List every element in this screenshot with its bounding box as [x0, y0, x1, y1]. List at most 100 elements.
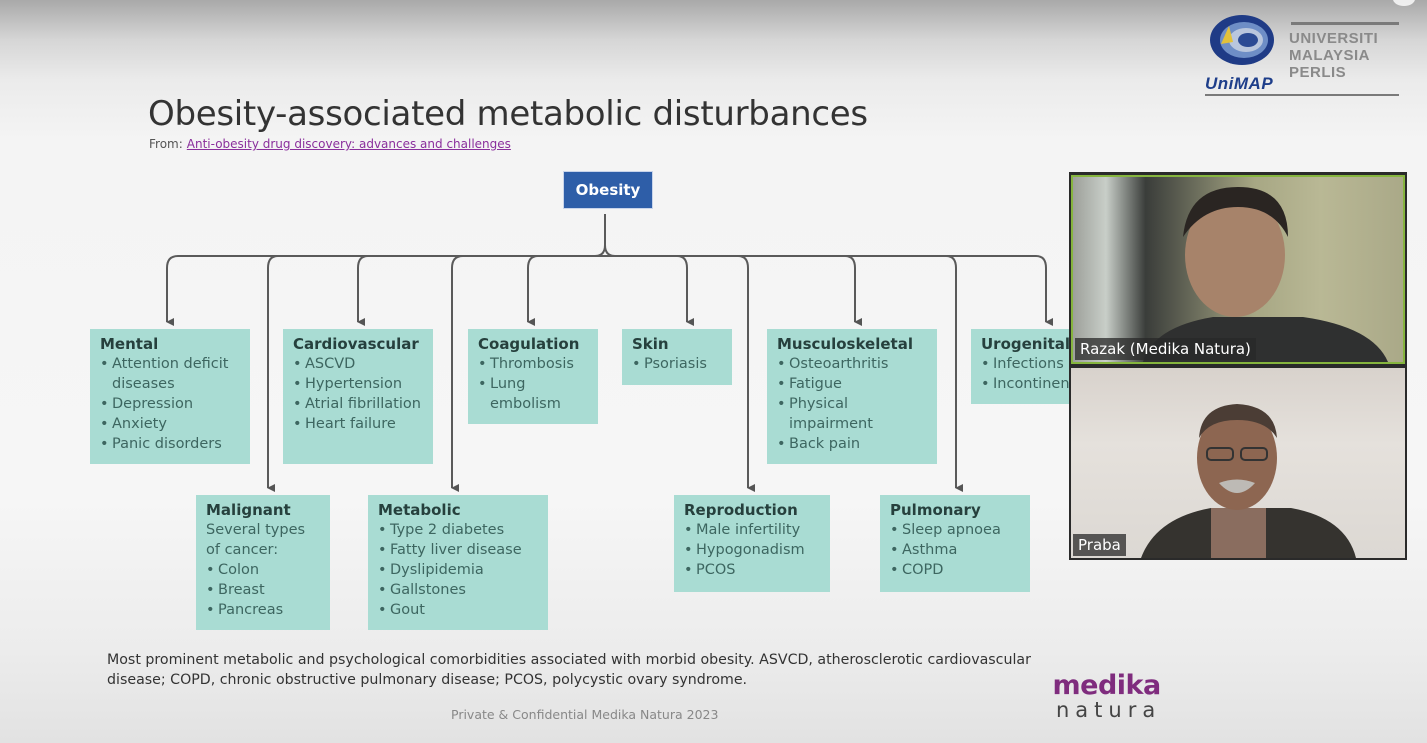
category-box-reproduction: ReproductionMale infertilityHypogonadism… — [674, 495, 830, 592]
brand-logo-top: medika — [1052, 670, 1162, 701]
category-item: Anxiety — [100, 414, 240, 434]
participant-video-icon — [1141, 404, 1356, 558]
category-item: Heart failure — [293, 414, 423, 434]
confidential-footer: Private & Confidential Medika Natura 202… — [451, 707, 719, 722]
category-item: Male infertility — [684, 520, 820, 540]
connector-malignant — [267, 255, 279, 492]
diagram-connectors — [166, 214, 1053, 492]
category-item: Psoriasis — [632, 354, 722, 374]
category-title: Coagulation — [478, 335, 580, 353]
category-item: Pancreas — [206, 600, 320, 620]
slide-title: Obesity-associated metabolic disturbance… — [148, 94, 868, 134]
university-name: UNIVERSITI MALAYSIA PERLIS — [1289, 30, 1378, 81]
category-title: Skin — [632, 335, 669, 353]
source-line: From:Anti-obesity drug discovery: advanc… — [149, 137, 511, 151]
category-item: Sleep apnoea — [890, 520, 1020, 540]
connector-musculoskeletal — [844, 255, 862, 326]
category-title: Cardiovascular — [293, 335, 419, 353]
category-item: Gout — [378, 600, 538, 620]
connector-coagulation — [527, 255, 539, 326]
category-item: Atrial fibrillation — [293, 394, 423, 414]
obesity-diagram: Obesity MentalAttention deficit diseases… — [0, 0, 1070, 650]
source-link[interactable]: Anti-obesity drug discovery: advances an… — [186, 137, 511, 151]
category-item: Asthma — [890, 540, 1020, 560]
connector-urogenital — [1035, 255, 1053, 326]
participant-name: Razak (Medika Natura) — [1075, 338, 1256, 360]
figure-caption: Most prominent metabolic and psychologic… — [107, 652, 1031, 688]
category-item-list: InfectionsIncontinence — [981, 354, 1071, 394]
category-item: Dyslipidemia — [378, 560, 538, 580]
university-name-line: UNIVERSITI — [1289, 30, 1379, 47]
connector-trunk — [594, 214, 616, 257]
source-prefix: From: — [149, 137, 183, 151]
category-item: Osteoarthritis — [777, 354, 927, 374]
connector-mental — [166, 255, 179, 326]
connector-metabolic — [451, 255, 464, 492]
category-box-skin: SkinPsoriasis — [622, 329, 732, 385]
category-item: Colon — [206, 560, 320, 580]
category-item: PCOS — [684, 560, 820, 580]
category-item: Physical impairment — [777, 394, 927, 434]
university-abbreviation: UniMAP — [1205, 74, 1274, 93]
category-item: Thrombosis — [478, 354, 588, 374]
category-item-list: ASCVDHypertensionAtrial fibrillationHear… — [293, 354, 423, 434]
category-item: Hypogonadism — [684, 540, 820, 560]
category-item: Depression — [100, 394, 240, 414]
connector-cardiovascular — [357, 255, 369, 326]
category-title: Malignant — [206, 501, 291, 519]
category-item-list: ThrombosisLung embolism — [478, 354, 588, 414]
category-item-list: Psoriasis — [632, 354, 722, 374]
category-item: Lung embolism — [478, 374, 588, 414]
connector-pulmonary — [945, 255, 963, 492]
category-item-list: Attention deficit diseasesDepressionAnxi… — [100, 354, 240, 454]
category-title: Reproduction — [684, 501, 798, 519]
university-name-line: MALAYSIA — [1289, 47, 1370, 64]
category-description: Several types of cancer: — [206, 522, 306, 558]
category-item: Infections — [981, 354, 1064, 374]
category-title: Metabolic — [378, 501, 461, 519]
category-item-list: ColonBreastPancreas — [206, 560, 320, 620]
category-item-list: Sleep apnoeaAsthmaCOPD — [890, 520, 1020, 580]
participant-video-icon — [1143, 187, 1388, 362]
category-box-cardiovascular: CardiovascularASCVDHypertensionAtrial fi… — [283, 329, 433, 464]
category-item: COPD — [890, 560, 1020, 580]
category-item-list: Type 2 diabetesFatty liver diseaseDyslip… — [378, 520, 538, 620]
participant-tile[interactable]: Praba — [1071, 368, 1405, 558]
top-edge-icon — [1393, 0, 1415, 6]
category-title: Pulmonary — [890, 501, 981, 519]
category-title: Mental — [100, 335, 159, 353]
participant-tile[interactable]: Razak (Medika Natura) — [1071, 175, 1405, 364]
category-title: Urogenital — [981, 335, 1071, 353]
category-item: Type 2 diabetes — [378, 520, 538, 540]
university-logo: UNIVERSITI MALAYSIA PERLIS UniMAP — [1203, 8, 1403, 100]
category-item: Breast — [206, 580, 320, 600]
university-name-line: PERLIS — [1289, 64, 1347, 81]
university-emblem-icon — [1210, 15, 1274, 65]
category-item: Hypertension — [293, 374, 423, 394]
category-box-metabolic: MetabolicType 2 diabetesFatty liver dise… — [368, 495, 548, 630]
category-item: Incontinence — [981, 374, 1071, 394]
category-box-pulmonary: PulmonarySleep apnoeaAsthmaCOPD — [880, 495, 1030, 592]
category-box-coagulation: CoagulationThrombosisLung embolism — [468, 329, 598, 424]
category-item: Fatigue — [777, 374, 927, 394]
participant-name: Praba — [1073, 534, 1126, 556]
root-node-obesity: Obesity — [563, 171, 653, 209]
category-item: Panic disorders — [100, 434, 240, 454]
brand-logo-bottom: natura — [1056, 698, 1162, 722]
category-item-list: Male infertilityHypogonadismPCOS — [684, 520, 820, 580]
category-item: Gallstones — [378, 580, 538, 600]
category-box-urogenital: UrogenitalInfectionsIncontinence — [971, 329, 1071, 404]
category-box-mental: MentalAttention deficit diseasesDepressi… — [90, 329, 250, 464]
category-item-list: OsteoarthritisFatiguePhysical impairment… — [777, 354, 927, 454]
category-box-musculoskeletal: MusculoskeletalOsteoarthritisFatiguePhys… — [767, 329, 937, 464]
connector-skin — [676, 255, 694, 326]
connector-reproduction — [737, 255, 755, 492]
video-call-panel: Razak (Medika Natura) Praba — [1069, 172, 1407, 560]
category-item: Back pain — [777, 434, 927, 454]
category-item: Fatty liver disease — [378, 540, 538, 560]
category-item: Attention deficit diseases — [100, 354, 240, 394]
brand-logo: medika natura — [1052, 670, 1162, 722]
category-item: ASCVD — [293, 354, 423, 374]
category-title: Musculoskeletal — [777, 335, 913, 353]
